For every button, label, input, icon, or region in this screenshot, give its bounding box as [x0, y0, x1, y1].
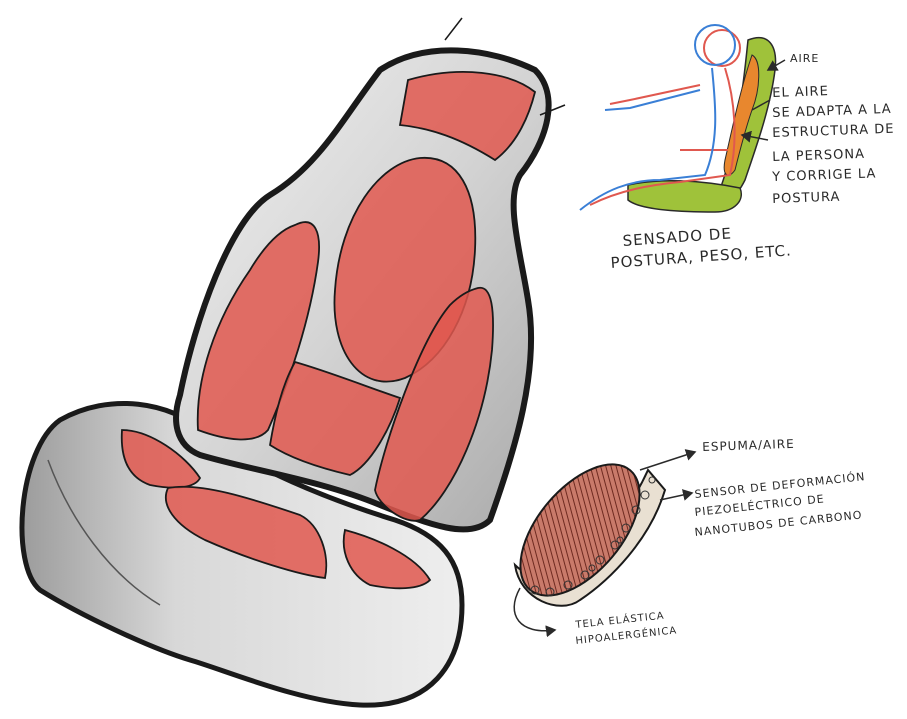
green-seat-bottom — [628, 181, 741, 212]
espuma-arrow — [640, 452, 695, 470]
posture-diagram — [580, 25, 785, 212]
sensor-detail — [498, 443, 695, 631]
el-aire-line-1: EL AIRE — [772, 84, 829, 101]
aire-label: AIRE — [790, 52, 819, 65]
el-aire-line-6: POSTURA — [772, 190, 841, 207]
sensor-arrow — [660, 493, 692, 500]
seat-back-top-line — [445, 18, 462, 40]
